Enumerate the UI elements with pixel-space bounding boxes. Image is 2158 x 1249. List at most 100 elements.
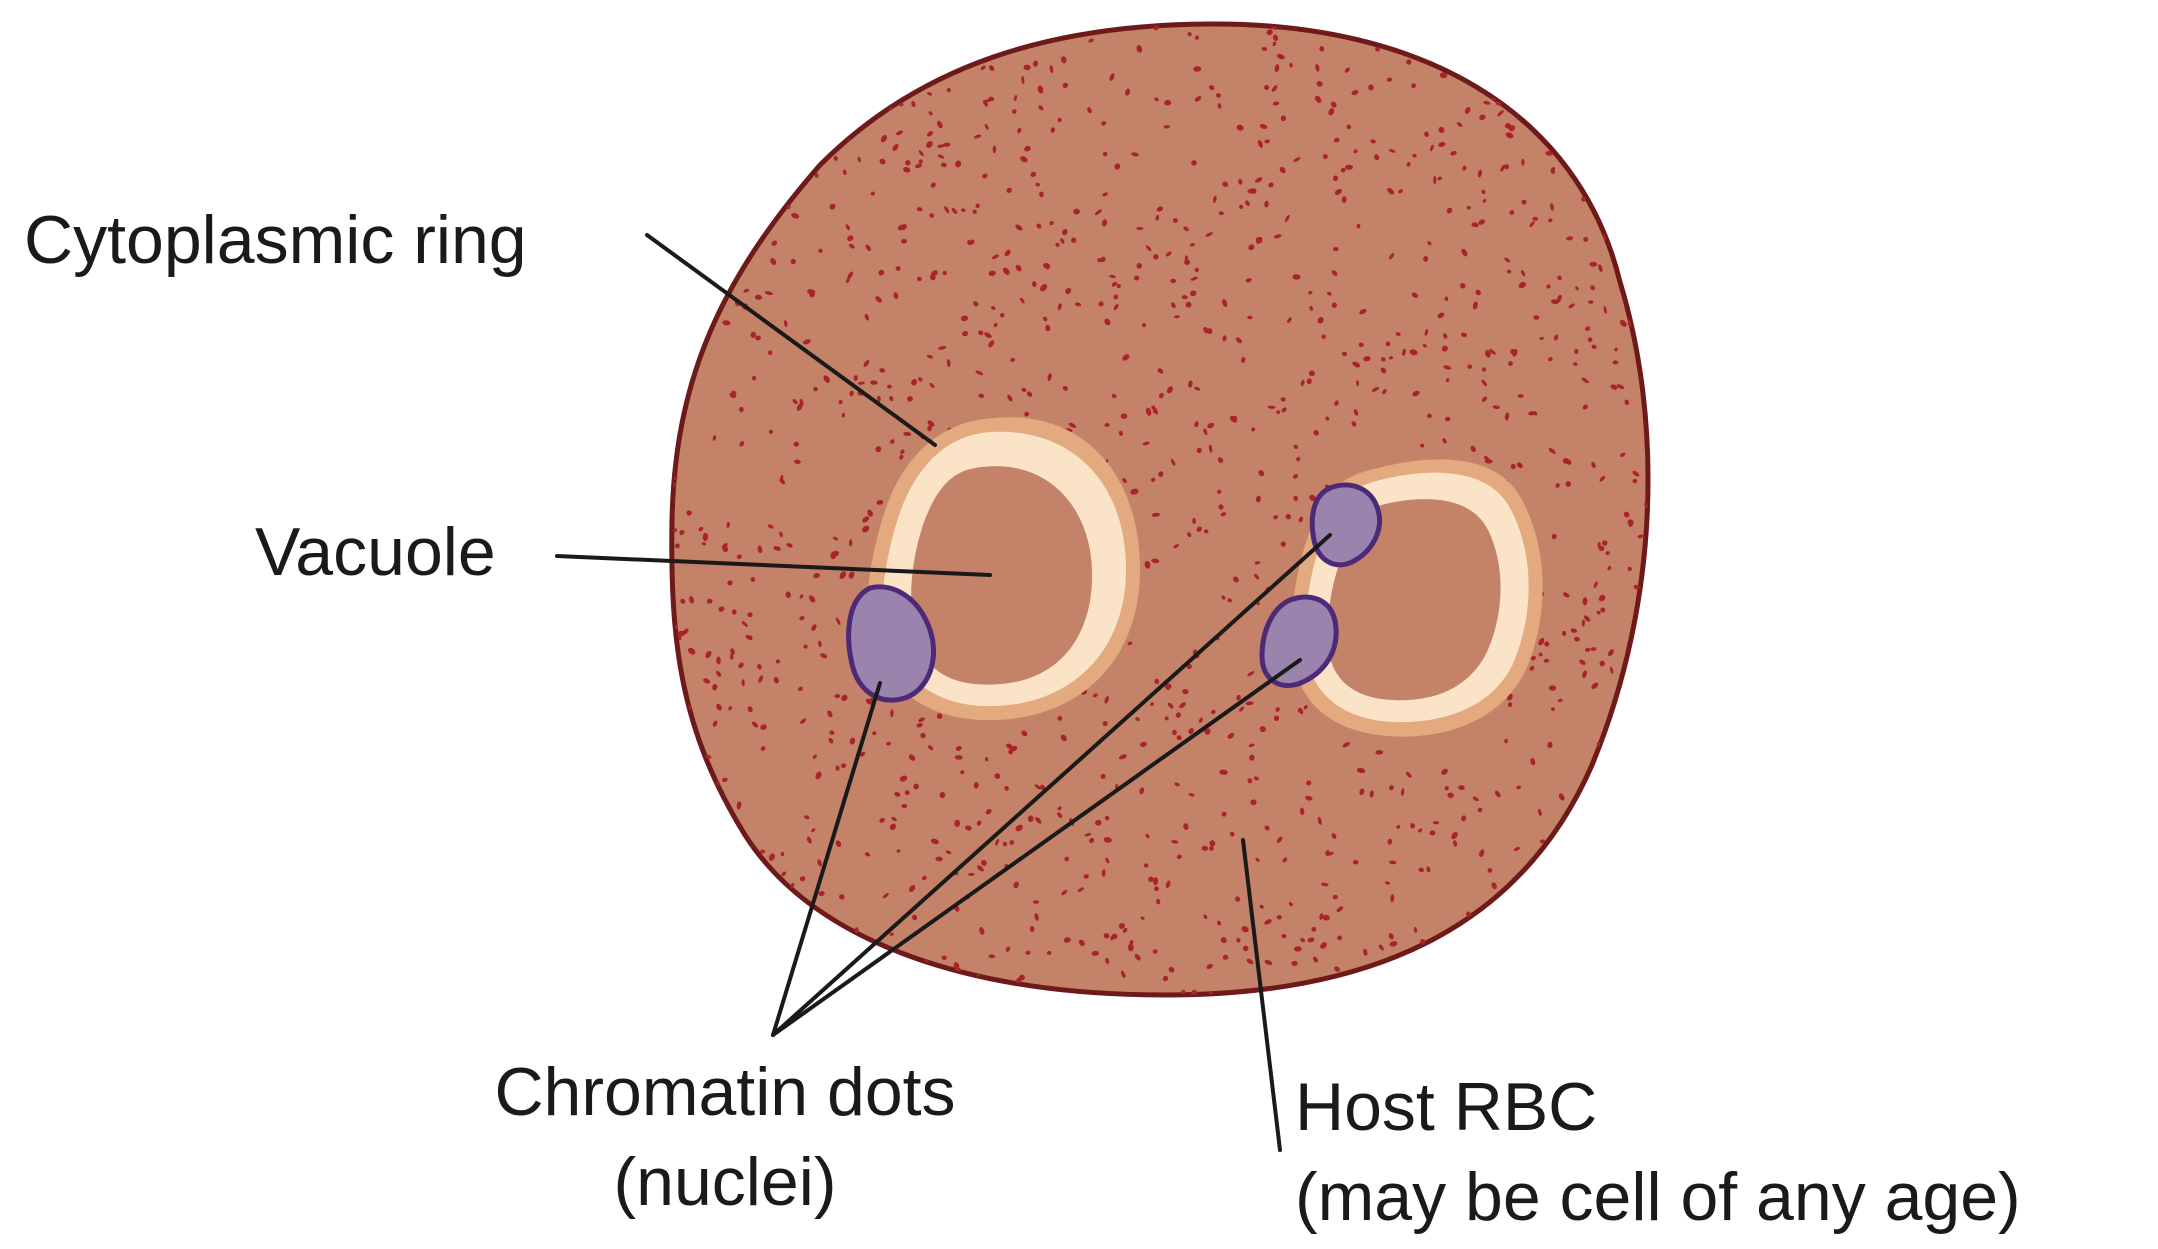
stipple-dot xyxy=(1629,827,1637,834)
stipple-dot xyxy=(842,169,847,176)
stipple-dot xyxy=(1597,158,1604,166)
stipple-dot xyxy=(1344,67,1350,73)
stipple-dot xyxy=(1241,357,1246,363)
stipple-dot xyxy=(802,339,811,345)
stipple-dot xyxy=(945,850,952,855)
stipple-dot xyxy=(1151,512,1161,517)
stipple-dot xyxy=(839,894,845,900)
stipple-dot xyxy=(1013,94,1018,102)
stipple-dot xyxy=(1342,742,1350,748)
stipple-dot xyxy=(686,510,692,516)
stipple-dot xyxy=(1442,438,1447,444)
stipple-dot xyxy=(1239,204,1244,210)
stipple-dot xyxy=(1317,816,1322,825)
stipple-dot xyxy=(730,648,735,656)
stipple-dot xyxy=(1658,625,1664,631)
stipple-dot xyxy=(925,57,931,64)
stipple-dot xyxy=(1158,393,1164,399)
stipple-dot xyxy=(1071,237,1077,243)
stipple-dot xyxy=(884,67,890,74)
stipple-dot xyxy=(794,459,801,465)
stipple-dot xyxy=(1583,236,1589,242)
stipple-dot xyxy=(1521,158,1525,166)
stipple-dot xyxy=(1322,154,1328,160)
stipple-dot xyxy=(1619,319,1627,327)
stipple-dot xyxy=(1247,778,1253,784)
stipple-dot xyxy=(727,55,732,63)
stipple-dot xyxy=(1334,966,1340,972)
stipple-dot xyxy=(1006,743,1014,750)
stipple-dot xyxy=(1036,223,1042,229)
stipple-dot xyxy=(937,144,945,148)
stipple-dot xyxy=(1144,560,1151,569)
stipple-dot xyxy=(1309,305,1314,311)
stipple-dot xyxy=(1353,149,1358,154)
stipple-dot xyxy=(1047,373,1052,382)
stipple-dot xyxy=(1485,350,1491,358)
stipple-dot xyxy=(1230,415,1237,423)
stipple-dot xyxy=(1083,874,1089,879)
stipple-dot xyxy=(1032,281,1037,288)
stipple-dot xyxy=(1009,840,1015,845)
stipple-dot xyxy=(1418,867,1425,873)
stipple-dot xyxy=(1333,137,1340,143)
stipple-dot xyxy=(1389,253,1395,260)
stipple-dot xyxy=(1422,343,1427,348)
stipple-dot xyxy=(811,624,817,631)
stipple-dot xyxy=(1208,444,1213,453)
stipple-dot xyxy=(979,927,985,935)
stipple-dot xyxy=(1332,894,1338,900)
stipple-dot xyxy=(1229,831,1235,837)
stipple-dot xyxy=(728,706,732,711)
stipple-dot xyxy=(1599,773,1607,779)
stipple-dot xyxy=(927,26,935,32)
stipple-dot xyxy=(1550,167,1556,173)
stipple-dot xyxy=(1433,175,1437,185)
stipple-dot xyxy=(1221,811,1227,817)
stipple-dot xyxy=(741,621,748,627)
stipple-dot xyxy=(786,204,791,210)
stipple-dot xyxy=(1549,36,1555,41)
stipple-dot xyxy=(1136,44,1143,53)
stipple-dot xyxy=(1253,776,1259,781)
stipple-dot xyxy=(1609,79,1614,87)
stipple-dot xyxy=(1299,807,1305,816)
stipple-dot xyxy=(741,858,749,864)
stipple-dot xyxy=(1315,64,1320,72)
stipple-dot xyxy=(1254,573,1260,580)
stipple-dot xyxy=(1504,164,1510,170)
stipple-dot xyxy=(1609,823,1617,828)
stipple-dot xyxy=(1170,459,1176,466)
stipple-dot xyxy=(1006,187,1012,193)
stipple-dot xyxy=(1538,956,1545,961)
label-chromatin-line1: Chromatin dots xyxy=(494,1054,956,1130)
stipple-dot xyxy=(1505,132,1514,139)
stipple-dot xyxy=(1557,275,1562,281)
stipple-dot xyxy=(1232,576,1239,583)
stipple-dot xyxy=(1255,857,1260,862)
stipple-dot xyxy=(1640,640,1647,646)
stipple-dot xyxy=(1390,894,1395,903)
stipple-dot xyxy=(1569,916,1576,923)
stipple-dot xyxy=(1568,303,1575,309)
stipple-dot xyxy=(1187,532,1192,538)
stipple-dot xyxy=(1204,529,1209,534)
stipple-dot xyxy=(1300,379,1305,387)
stipple-dot xyxy=(1148,876,1154,883)
stipple-dot xyxy=(1388,933,1394,940)
stipple-dot xyxy=(928,37,933,43)
stipple-dot xyxy=(1616,384,1625,390)
stipple-dot xyxy=(1438,141,1446,147)
stipple-dot xyxy=(1374,154,1380,161)
stipple-dot xyxy=(1170,278,1177,284)
stipple-dot xyxy=(1073,208,1080,215)
stipple-dot xyxy=(1273,515,1279,520)
stipple-dot xyxy=(1629,168,1634,177)
stipple-dot xyxy=(841,763,847,769)
stipple-dot xyxy=(1065,287,1072,295)
stipple-dot xyxy=(1547,741,1553,749)
stipple-dot xyxy=(1368,84,1374,91)
stipple-dot xyxy=(1582,597,1588,606)
stipple-dot xyxy=(851,945,860,951)
stipple-dot xyxy=(1122,354,1130,361)
